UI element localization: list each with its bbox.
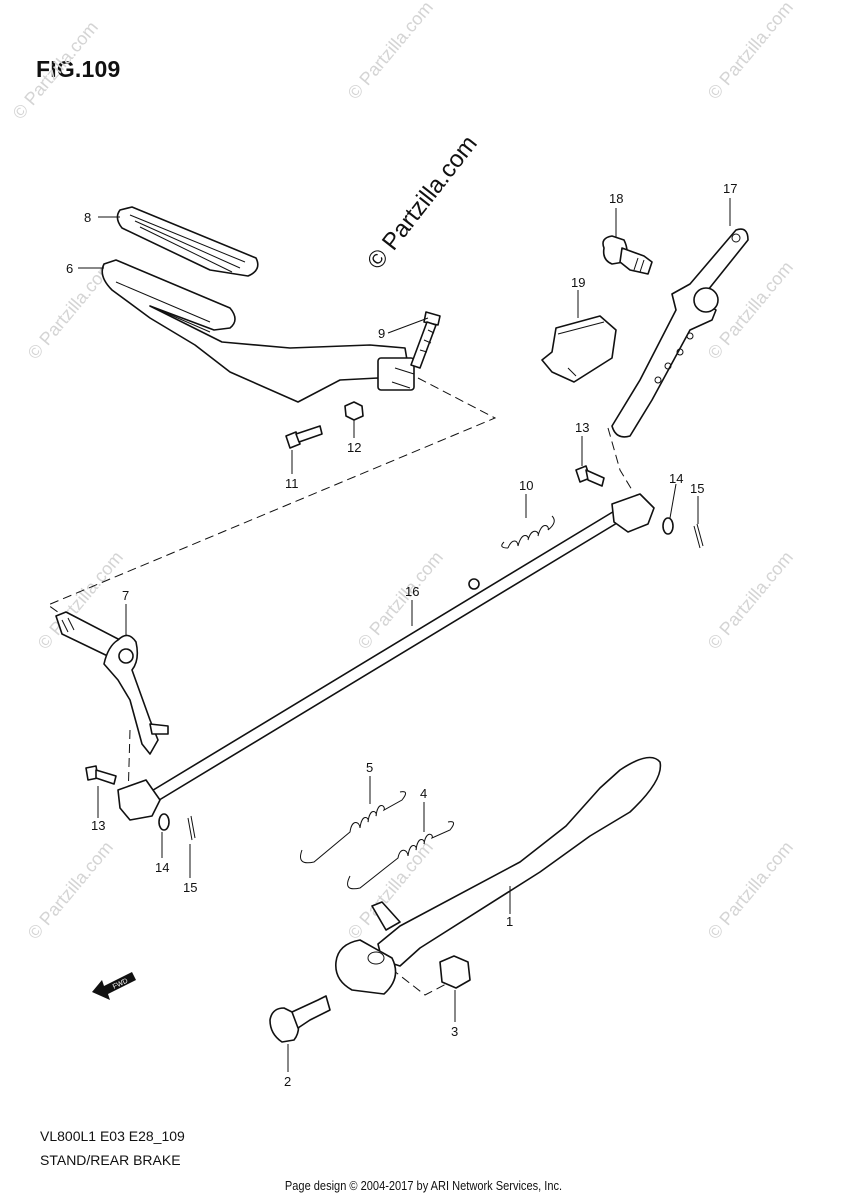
figure-title: FIG.109 [36,56,121,82]
clevis-pin-13-lower [85,765,117,785]
callout-10: 10 [519,478,533,493]
washer-14-upper [662,517,674,535]
callout-12: 12 [347,440,361,455]
cover-19 [541,315,617,383]
callout-13-lower: 13 [91,818,105,833]
fwd-arrow-icon: FWD [92,972,136,1000]
callout-16: 16 [405,584,419,599]
callout-14-lower: 14 [155,860,169,875]
callout-14-upper: 14 [669,471,683,486]
callout-11: 11 [285,476,299,491]
callout-2: 2 [284,1074,291,1089]
brake-rod-16 [117,493,655,821]
callout-3: 3 [451,1024,458,1039]
callout-7: 7 [122,588,129,603]
nut-3 [439,955,471,989]
cotter-pin-15-upper [693,523,704,549]
model-code: VL800L1 E03 E28_109 [40,1128,185,1144]
brake-arm-17 [611,228,749,438]
callout-6: 6 [66,261,73,276]
callout-leaders [78,198,731,1072]
callout-18: 18 [609,191,623,206]
section-name: STAND/REAR BRAKE [40,1152,181,1168]
callout-5: 5 [366,760,373,775]
cotter-pin-15-lower [187,815,196,841]
callout-8: 8 [84,210,91,225]
callout-19: 19 [571,275,585,290]
footer-credit: Page design © 2004-2017 by ARI Network S… [284,1178,563,1193]
callout-4: 4 [420,786,427,801]
washer-14-lower [158,813,170,831]
brake-pedal-rubber [116,206,259,277]
spring-5 [300,791,406,864]
callout-9: 9 [378,326,385,341]
spring-10 [501,515,555,549]
callout-15-upper: 15 [690,481,704,496]
callout-labels: 8 6 9 12 11 18 17 19 13 14 15 10 16 7 13… [66,181,737,1089]
brake-arm-7 [55,611,169,755]
callout-13-upper: 13 [575,420,589,435]
nut-12 [344,401,364,421]
pivot-bolt-2 [269,995,331,1043]
callout-17: 17 [723,181,737,196]
callout-1: 1 [506,914,513,929]
bolt-11 [285,425,323,449]
spring-4 [347,821,454,890]
clevis-pin-13-upper [575,465,605,487]
side-stand-1 [335,756,662,995]
callout-15-lower: 15 [183,880,197,895]
fwd-label: FWD [112,978,129,991]
brake-pedal [101,259,415,403]
pedal-bolt [410,311,441,369]
pivot-bolt-18 [602,235,653,275]
